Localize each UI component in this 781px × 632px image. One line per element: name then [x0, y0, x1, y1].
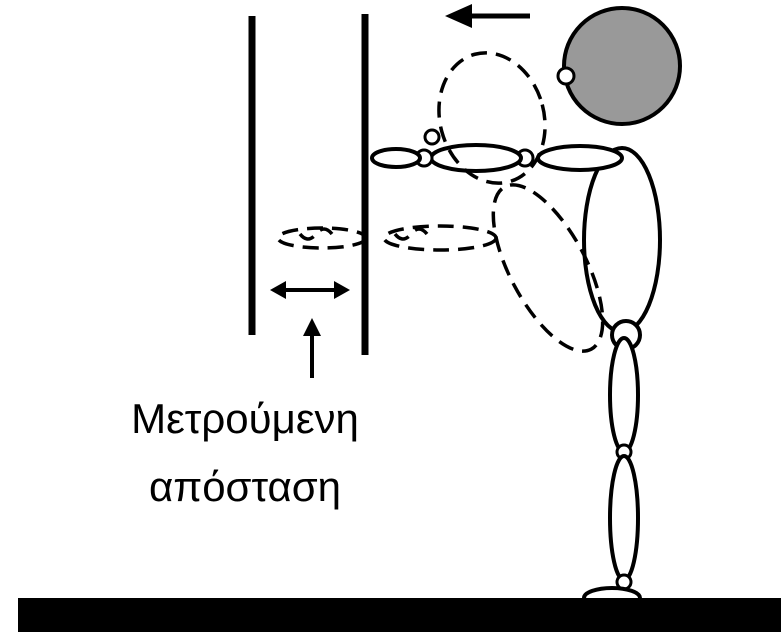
leaning-posture-dashed: [276, 51, 605, 353]
lower-leg-shape: [608, 454, 640, 582]
distance-double-arrow: [270, 281, 350, 299]
head-icon: [562, 6, 682, 126]
caption-distance: απόσταση: [148, 463, 342, 510]
reach-direction-arrow: [445, 4, 530, 28]
upper-leg-shape: [608, 336, 640, 454]
caption-measured: Μετρούμενη: [131, 395, 359, 442]
torso-shape: [582, 146, 662, 334]
caption-pointer-arrow: [303, 318, 321, 378]
reaching-arm-solid: [370, 128, 624, 173]
bottom-black-bar: [18, 598, 781, 632]
nose-icon: [556, 66, 576, 86]
